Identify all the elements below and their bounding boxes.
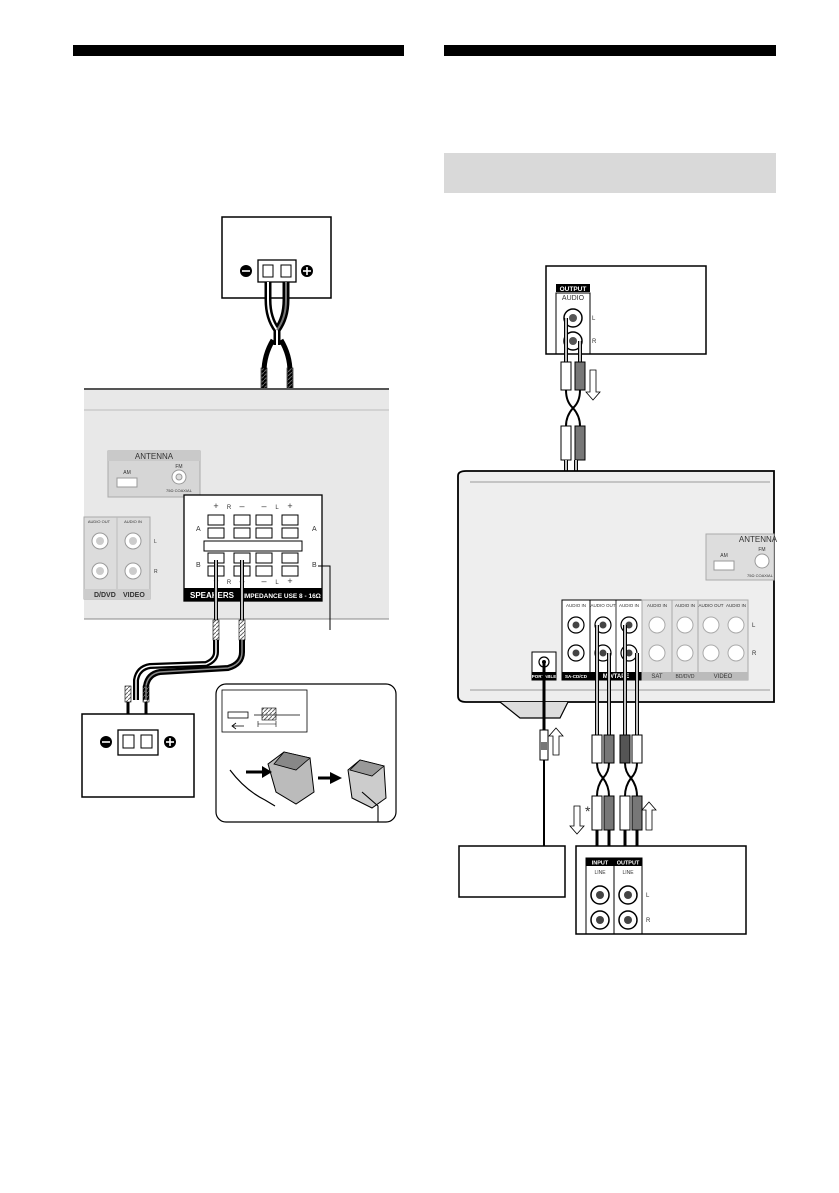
svg-text:AUDIO OUT: AUDIO OUT	[88, 519, 111, 524]
svg-text:A: A	[196, 526, 201, 533]
svg-text:BD/DVD: BD/DVD	[676, 674, 695, 680]
svg-text:L: L	[275, 580, 279, 586]
svg-text:AUDIO IN: AUDIO IN	[647, 603, 667, 608]
input-jack-panel: PORTABLE AUDIO IN SA-CD/CD AUDIO OUT AUD…	[531, 599, 757, 681]
svg-text:AUDIO IN: AUDIO IN	[675, 603, 695, 608]
svg-text:AM: AM	[123, 470, 131, 476]
svg-text:L: L	[592, 316, 596, 322]
subsection-band	[444, 153, 776, 193]
svg-text:INPUT: INPUT	[592, 861, 609, 867]
svg-text:LINE: LINE	[622, 870, 634, 876]
signal-flow-arrow-icon	[641, 801, 657, 831]
svg-text:L: L	[646, 893, 650, 899]
svg-text:AUDIO OUT: AUDIO OUT	[698, 603, 723, 608]
speaker-cable-bottom	[124, 560, 246, 728]
svg-text:D/DVD: D/DVD	[94, 592, 116, 599]
svg-text:AUDIO IN: AUDIO IN	[619, 603, 639, 608]
svg-text:AM: AM	[720, 553, 728, 559]
receiver-rear-panel-right: ANTENNA AM FM 75Ω COAXIAL PORTABLE AUDIO…	[457, 470, 778, 719]
wire-strip-inset	[215, 683, 397, 823]
svg-text:L: L	[275, 505, 279, 511]
recorder-component: INPUT OUTPUT LINE LINE L R	[575, 845, 747, 935]
svg-text:ANTENNA: ANTENNA	[135, 452, 174, 461]
svg-text:FM: FM	[758, 547, 765, 553]
signal-flow-arrow-icon	[548, 727, 564, 756]
source-component: OUTPUT AUDIO L R	[545, 265, 707, 355]
svg-text:OUTPUT: OUTPUT	[560, 286, 587, 293]
svg-text:VIDEO: VIDEO	[714, 674, 733, 680]
svg-text:+: +	[287, 576, 292, 586]
svg-text:AUDIO IN: AUDIO IN	[726, 603, 746, 608]
speaker-terminal-block: + R – – L + A B A B + R – – L +	[183, 494, 323, 602]
left-speaker-connection: ANTENNA AM FM 75Ω COAXIAL AUDIO OUT AUDI…	[81, 216, 397, 823]
svg-text:+: +	[213, 501, 218, 511]
portable-cable	[539, 662, 564, 846]
svg-text:–: –	[239, 501, 244, 511]
svg-text:VIDEO: VIDEO	[123, 592, 145, 599]
right-audio-connection: OUTPUT AUDIO L R	[457, 265, 778, 935]
svg-text:B: B	[312, 562, 317, 569]
front-speaker-right	[221, 216, 332, 299]
svg-text:75Ω COAXIAL: 75Ω COAXIAL	[166, 488, 193, 493]
svg-text:SAT: SAT	[651, 674, 663, 680]
antenna-block-left: ANTENNA AM FM 75Ω COAXIAL	[107, 450, 201, 498]
svg-text:FM: FM	[175, 464, 182, 470]
svg-text:A: A	[312, 526, 317, 533]
svg-text:R: R	[752, 651, 757, 657]
svg-text:SA-CD/CD: SA-CD/CD	[565, 674, 588, 679]
svg-text:L: L	[154, 539, 157, 545]
svg-text:R: R	[592, 339, 597, 345]
antenna-block-right: ANTENNA AM FM 75Ω COAXIAL	[705, 533, 778, 581]
svg-text:SPEAKERS: SPEAKERS	[190, 591, 235, 600]
jack-panel-left: AUDIO OUT AUDIO IN L R D/DVD VIDEO	[83, 516, 158, 600]
signal-flow-arrow-icon	[585, 369, 601, 401]
svg-text:IMPEDANCE USE 8 - 16Ω: IMPEDANCE USE 8 - 16Ω	[243, 593, 321, 600]
svg-text:L: L	[752, 623, 756, 629]
svg-text:AUDIO OUT: AUDIO OUT	[590, 603, 615, 608]
svg-text:*: *	[585, 803, 591, 819]
svg-text:LINE: LINE	[594, 870, 606, 876]
svg-text:R: R	[227, 505, 232, 511]
svg-text:75Ω COAXIAL: 75Ω COAXIAL	[747, 573, 774, 578]
front-speaker-left	[81, 713, 195, 798]
recorder-cables: *	[569, 625, 657, 895]
svg-text:–: –	[261, 576, 266, 586]
svg-text:+: +	[287, 501, 292, 511]
svg-text:MD/TAPE: MD/TAPE	[603, 674, 630, 680]
signal-flow-arrow-icon	[569, 805, 585, 835]
right-section-rule	[444, 45, 776, 56]
left-section-rule	[73, 45, 404, 56]
svg-text:AUDIO IN: AUDIO IN	[124, 519, 142, 524]
svg-text:R: R	[154, 569, 158, 575]
portable-audio-device	[458, 845, 566, 898]
receiver-rear-panel-left: ANTENNA AM FM 75Ω COAXIAL AUDIO OUT AUDI…	[83, 388, 389, 630]
svg-text:R: R	[227, 580, 232, 586]
svg-text:R: R	[646, 918, 651, 924]
svg-text:B: B	[196, 562, 201, 569]
svg-text:AUDIO IN: AUDIO IN	[566, 603, 586, 608]
svg-text:OUTPUT: OUTPUT	[617, 861, 640, 867]
svg-text:AUDIO: AUDIO	[562, 295, 585, 302]
svg-text:ANTENNA: ANTENNA	[739, 535, 778, 544]
svg-text:–: –	[261, 501, 266, 511]
